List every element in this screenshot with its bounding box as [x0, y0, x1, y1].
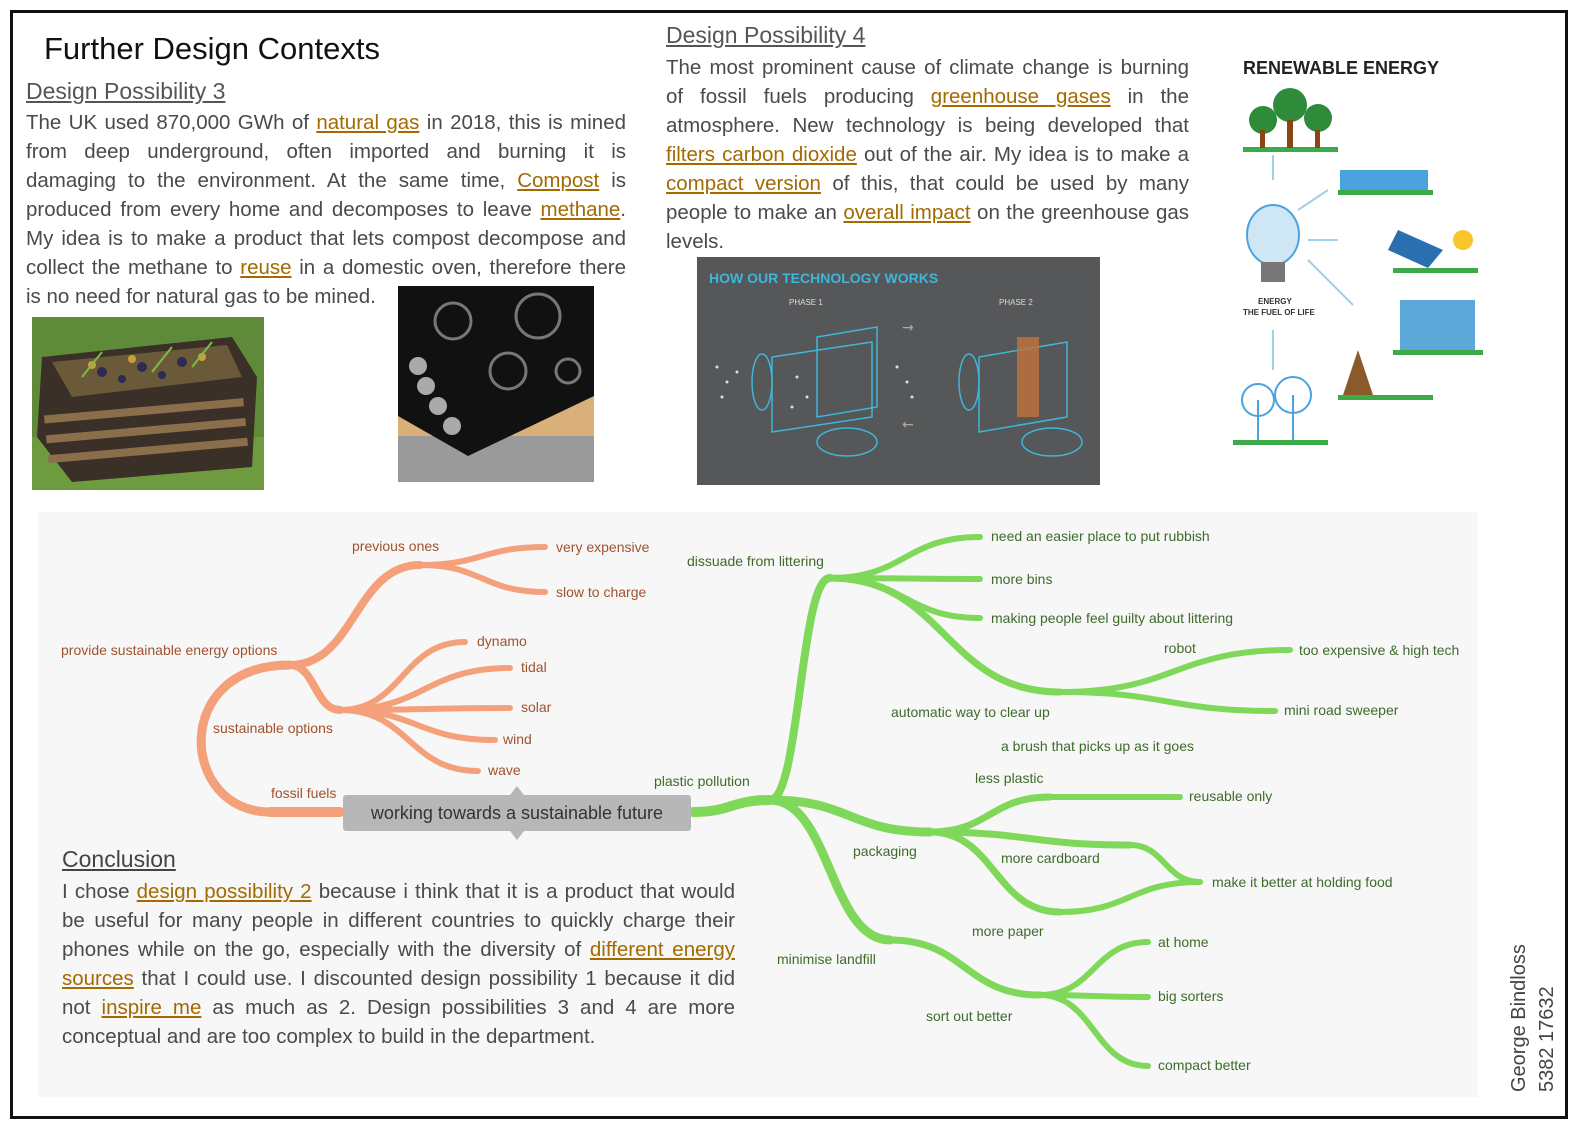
dp3-heading: Design Possibility 3 [26, 78, 226, 104]
different-energy-sources-link[interactable]: different energy sources [62, 938, 735, 990]
overall-impact-link[interactable]: overall impact [843, 201, 971, 224]
branch-sort-out [886, 936, 1044, 999]
branch-plastic-pollution [688, 795, 775, 817]
renewable-title: RENEWABLE ENERGY [1243, 58, 1439, 78]
mindmap-center-label: working towards a sustainable future [370, 803, 663, 823]
mm-sustainable-options[interactable]: sustainable options [213, 720, 333, 736]
mm-dissuade-littering[interactable]: dissuade from littering [687, 553, 824, 569]
author-name: George Bindloss [1508, 944, 1530, 1092]
mm-sort-out-better[interactable]: sort out better [926, 1008, 1013, 1024]
dp4-paragraph: The most prominent cause of climate chan… [666, 56, 1190, 253]
mind-map: working towards a sustainable future pro… [38, 512, 1478, 1097]
compact-version-link[interactable]: compact version [666, 172, 821, 195]
branch-provide-energy [196, 660, 295, 817]
methane-link[interactable]: methane [540, 198, 621, 221]
mm-compact-better[interactable]: compact better [1158, 1057, 1251, 1073]
branch-sustainable-options [286, 661, 344, 714]
svg-text:←: ← [902, 417, 914, 433]
mm-too-expensive[interactable]: too expensive & high tech [1299, 642, 1459, 658]
mm-more-cardboard[interactable]: more cardboard [1001, 850, 1100, 866]
branch-automatic [826, 574, 1064, 696]
filters-co2-link[interactable]: filters carbon dioxide [666, 143, 857, 166]
mm-wave[interactable]: wave [487, 762, 521, 778]
branch-more-paper-card [926, 828, 1064, 916]
conclusion-paragraph: I chose design possibility 2 because i t… [62, 880, 736, 1048]
compost-link[interactable]: Compost [517, 169, 600, 192]
tech-phase2: PHASE 2 [999, 298, 1033, 307]
reuse-link[interactable]: reuse [240, 256, 292, 279]
design-possibility-2-link[interactable]: design possibility 2 [136, 880, 312, 903]
mm-more-paper[interactable]: more paper [972, 923, 1044, 939]
mm-provide-energy[interactable]: provide sustainable energy options [61, 642, 277, 658]
natural-gas-link[interactable]: natural gas [316, 111, 420, 134]
renewable-energy-infographic: RENEWABLE ENERGY ENERGY THE FUEL OF LIFE [1228, 50, 1518, 468]
mm-tidal[interactable]: tidal [521, 659, 547, 675]
mm-dynamo[interactable]: dynamo [477, 633, 527, 649]
dp3-paragraph: The UK used 870,000 GWh of natural gas i… [26, 111, 626, 308]
mm-feel-guilty[interactable]: making people feel guilty about litterin… [991, 610, 1233, 626]
branch-holding-food-2 [1057, 879, 1203, 915]
mm-less-plastic[interactable]: less plastic [975, 770, 1043, 786]
mm-mini-road-sweeper[interactable]: mini road sweeper [1284, 702, 1399, 718]
mm-robot[interactable]: robot [1164, 640, 1196, 656]
mm-easier-place[interactable]: need an easier place to put rubbish [991, 528, 1210, 544]
mm-solar[interactable]: solar [521, 699, 552, 715]
branch-previous-ones [286, 561, 424, 669]
mm-more-bins[interactable]: more bins [991, 571, 1052, 587]
page-frame [10, 10, 1568, 1119]
mindmap-center-node[interactable] [343, 795, 691, 831]
branch-dissuade [766, 574, 834, 804]
greenhouse-gases-link[interactable]: greenhouse gases [930, 85, 1111, 108]
mm-very-expensive[interactable]: very expensive [556, 539, 650, 555]
dp4-heading: Design Possibility 4 [666, 22, 866, 48]
mm-slow-to-charge[interactable]: slow to charge [556, 584, 646, 600]
svg-text:→: → [902, 320, 914, 336]
compost-bin-image [32, 317, 264, 490]
branch-more-cardboard [926, 828, 1134, 849]
mm-holding-food[interactable]: make it better at holding food [1212, 874, 1393, 890]
tech-phase1: PHASE 1 [789, 298, 823, 307]
branch-compact-better [1037, 992, 1151, 1069]
mm-packaging[interactable]: packaging [853, 843, 917, 859]
mm-previous-ones[interactable]: previous ones [352, 538, 439, 554]
mm-big-sorters[interactable]: big sorters [1158, 988, 1223, 1004]
author-signature: George Bindloss 5382 17632 [1505, 944, 1561, 1092]
tech-title: HOW OUR TECHNOLOGY WORKS [709, 270, 938, 286]
page-title: Further Design Contexts [44, 31, 380, 66]
mm-minimise-landfill[interactable]: minimise landfill [777, 951, 876, 967]
mm-fossil-fuels[interactable]: fossil fuels [271, 785, 336, 801]
author-id: 5382 17632 [1536, 986, 1558, 1092]
branch-mini-sweeper [1057, 689, 1278, 714]
inspire-me-link[interactable]: inspire me [101, 996, 202, 1019]
mm-wind[interactable]: wind [502, 731, 532, 747]
mm-at-home[interactable]: at home [1158, 934, 1209, 950]
conclusion-heading: Conclusion [62, 846, 176, 872]
gas-hob-image [398, 286, 594, 482]
mm-reusable-only[interactable]: reusable only [1189, 788, 1272, 804]
renewable-center-1: ENERGY [1258, 297, 1292, 306]
co2-technology-diagram: HOW OUR TECHNOLOGY WORKS PHASE 1 PHASE 2… [697, 257, 1100, 485]
mm-plastic-pollution[interactable]: plastic pollution [654, 773, 750, 789]
branch-slow-to-charge [417, 562, 548, 595]
branch-minimise [765, 795, 895, 945]
branch-packaging [765, 795, 935, 837]
renewable-center-2: THE FUEL OF LIFE [1243, 308, 1316, 317]
mm-brush[interactable]: a brush that picks up as it goes [1001, 738, 1194, 754]
branch-wave [337, 707, 481, 774]
mm-automatic-clear-up[interactable]: automatic way to clear up [891, 704, 1050, 720]
